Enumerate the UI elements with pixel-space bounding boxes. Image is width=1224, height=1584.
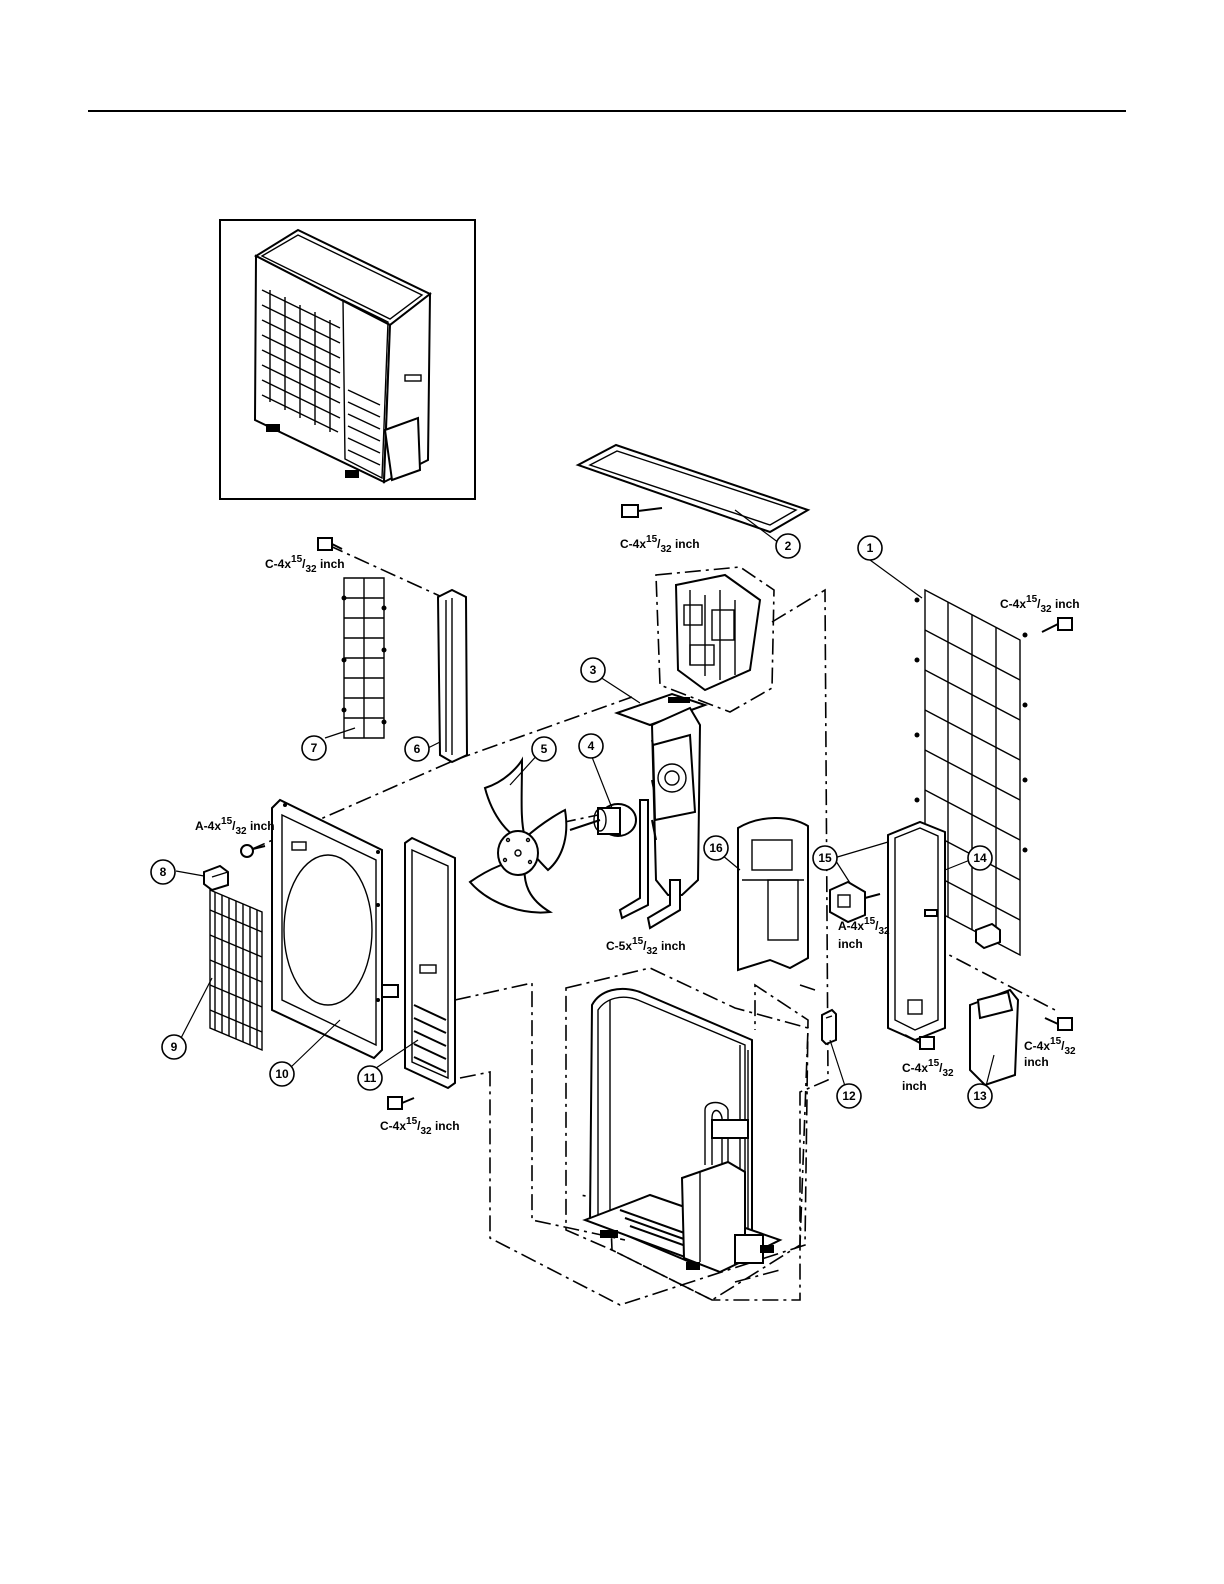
callout-12: 12 [837, 1084, 861, 1108]
part-10-front-panel [272, 800, 398, 1058]
callout-1: 1 [858, 536, 882, 560]
svg-text:C-5x15/32 inch: C-5x15/32 inch [606, 936, 686, 957]
callout-9: 9 [162, 1035, 186, 1059]
screw-label-front-panel: A-4x15/32 inch [195, 816, 275, 837]
screw-icon [905, 1035, 934, 1049]
svg-text:11: 11 [364, 1071, 377, 1085]
svg-text:13: 13 [973, 1089, 987, 1103]
part-4-fan-motor [570, 804, 636, 836]
clip-icon [976, 924, 1000, 948]
part-9-fan-guard-grille [210, 890, 262, 1050]
svg-text:C-4x15/32: C-4x15/32 [902, 1058, 954, 1079]
callout-11: 11 [358, 1066, 382, 1090]
callout-2: 2 [776, 534, 800, 558]
svg-text:5: 5 [541, 742, 548, 756]
svg-text:1: 1 [867, 541, 874, 555]
svg-text:A-4x15/32 inch: A-4x15/32 inch [195, 816, 275, 837]
svg-text:C-4x15/32 inch: C-4x15/32 inch [380, 1116, 460, 1137]
svg-text:2: 2 [785, 539, 792, 553]
electrical-control-box [656, 567, 774, 712]
svg-text:4: 4 [588, 739, 595, 753]
part-6-corner-post [438, 590, 467, 762]
callout-7: 7 [302, 736, 326, 760]
screw-icon [241, 845, 265, 857]
svg-text:14: 14 [973, 851, 987, 865]
callout-8: 8 [151, 860, 175, 884]
callout-16: 16 [704, 836, 728, 860]
screw-icon [388, 1097, 414, 1109]
screw-label-front-right: C-4x15/32 inch [380, 1116, 460, 1137]
screw-label-top-panel: C-4x15/32 inch [620, 534, 700, 555]
part-8-clip [204, 866, 228, 890]
screw-label-motor-mount: C-5x15/32 inch [606, 936, 686, 957]
screw-icon [1042, 618, 1072, 632]
callout-10: 10 [270, 1062, 294, 1086]
screw-label-side-panel: C-4x15/32 inch [902, 1058, 954, 1093]
part-12-bracket [822, 1010, 836, 1044]
callout-3: 3 [581, 658, 605, 682]
svg-text:C-4x15/32 inch: C-4x15/32 inch [620, 534, 700, 555]
svg-text:inch: inch [1024, 1055, 1049, 1069]
svg-text:A-4x15/32: A-4x15/32 [838, 916, 890, 937]
svg-text:inch: inch [902, 1079, 927, 1093]
svg-text:6: 6 [414, 742, 421, 756]
svg-text:inch: inch [838, 937, 863, 951]
callout-13: 13 [968, 1084, 992, 1108]
screw-label-switch: A-4x15/32 inch [838, 916, 890, 951]
callout-15: 15 [813, 846, 837, 870]
svg-text:3: 3 [590, 663, 597, 677]
part-2-top-panel [578, 445, 808, 532]
part-11-front-side-panel [388, 838, 455, 1109]
screw-icon [622, 505, 662, 517]
screw-label-rear-grille: C-4x15/32 inch [265, 554, 345, 575]
screw-icon [318, 538, 342, 550]
svg-text:C-4x15/32 inch: C-4x15/32 inch [1000, 594, 1080, 615]
svg-text:12: 12 [842, 1089, 856, 1103]
screw-label-right-grille: C-4x15/32 inch [1000, 594, 1080, 615]
svg-text:15: 15 [818, 851, 832, 865]
part-14-side-panel [888, 822, 945, 1040]
svg-text:C-4x15/32 inch: C-4x15/32 inch [265, 554, 345, 575]
svg-text:10: 10 [275, 1067, 289, 1081]
callout-4: 4 [579, 734, 603, 758]
svg-text:9: 9 [171, 1040, 178, 1054]
svg-text:16: 16 [709, 841, 723, 855]
svg-text:7: 7 [311, 741, 318, 755]
part-16-partition-panel [738, 818, 808, 970]
screw-icon [1045, 1018, 1072, 1030]
screw-label-handle: C-4x15/32 inch [1024, 1036, 1076, 1069]
part-5-propeller-fan [470, 760, 566, 913]
callout-5: 5 [532, 737, 556, 761]
assembled-unit-inset [220, 220, 475, 499]
svg-text:C-4x15/32: C-4x15/32 [1024, 1036, 1076, 1057]
base-condenser-compressor-assembly [566, 968, 808, 1300]
callout-14: 14 [968, 846, 992, 870]
callout-6: 6 [405, 737, 429, 761]
svg-text:8: 8 [160, 865, 167, 879]
